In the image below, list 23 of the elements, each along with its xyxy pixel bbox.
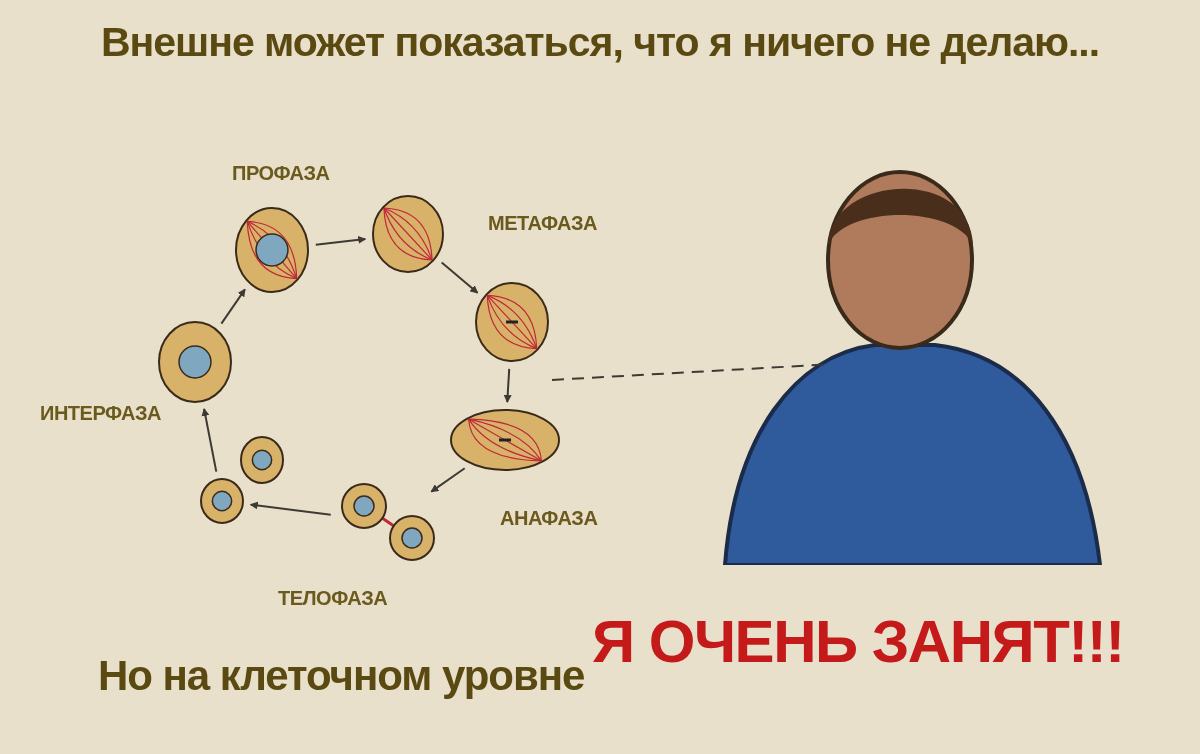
cell-drawing: [474, 281, 550, 363]
headline-text: Я ОЧЕНЬ ЗАНЯТ!!!: [592, 612, 1124, 672]
arrow: [201, 407, 218, 473]
arrow: [314, 235, 367, 246]
title: Внешне может показаться, что я ничего не делаю...: [99, 22, 1101, 63]
phase-label: АНАФАЗА: [500, 508, 598, 528]
arrow: [249, 501, 332, 516]
arrow: [440, 261, 479, 294]
phase-label: ПРОФАЗА: [232, 163, 330, 183]
arrow: [430, 467, 466, 493]
cell-drawing: [234, 206, 310, 294]
phase-label: ИНТЕРФАЗА: [40, 403, 161, 423]
cell-drawing: [199, 477, 245, 525]
cell-drawing: [239, 435, 285, 485]
dashed-line: [551, 363, 827, 381]
cell-drawing: [371, 194, 445, 274]
phase-label: ТЕЛОФАЗА: [278, 588, 388, 608]
cell-drawing: [157, 320, 233, 404]
phase-label: МЕТАФАЗА: [488, 213, 597, 233]
cell-drawing: [449, 408, 561, 472]
caption-text: Но на клеточном уровне: [98, 655, 585, 697]
arrow: [220, 288, 246, 325]
arrow: [503, 367, 512, 404]
